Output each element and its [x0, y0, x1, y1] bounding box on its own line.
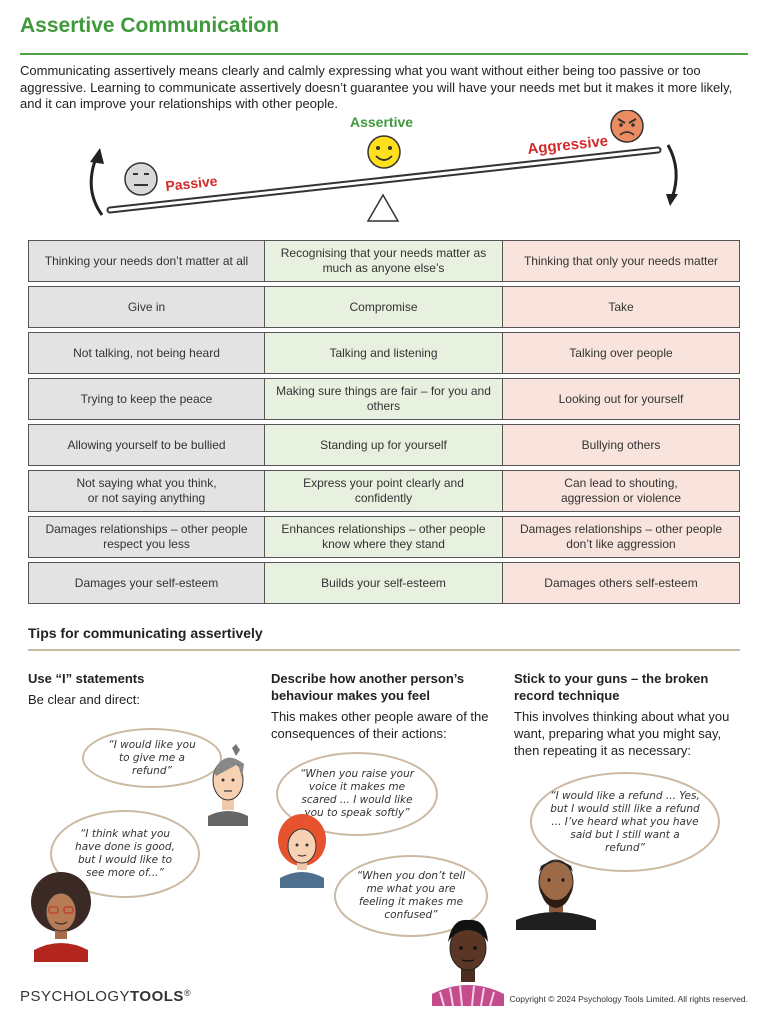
neutral-face-icon	[124, 162, 158, 196]
logo-trademark: ®	[183, 988, 192, 998]
person-beard-icon	[516, 859, 596, 930]
passive-cell: Damages relationships – other people res…	[28, 516, 265, 558]
passive-label: Passive	[165, 173, 219, 194]
psychology-tools-logo: PSYCHOLOGYTOOLS®	[20, 988, 191, 1005]
tip-column-1: Use “I” statements Be clear and direct:	[28, 670, 253, 708]
aggressive-cell: Damages others self-esteem	[502, 562, 740, 604]
tip-title-3: Stick to your guns – the broken record t…	[514, 671, 709, 703]
tip-column-2: Describe how another person’s behaviour …	[271, 670, 496, 742]
intro-paragraph: Communicating assertively means clearly …	[20, 63, 733, 111]
assertive-cell: Enhances relationships – other people kn…	[265, 516, 502, 558]
assertive-cell: Builds your self-esteem	[265, 562, 502, 604]
passive-cell: Not talking, not being heard	[28, 332, 265, 374]
aggressive-cell: Talking over people	[502, 332, 740, 374]
passive-cell: Damages your self-esteem	[28, 562, 265, 604]
page-title: Assertive Communication	[20, 14, 280, 37]
tip-body-3: This involves thinking about what you wa…	[514, 709, 730, 758]
aggressive-cell: Bullying others	[502, 424, 740, 466]
passive-cell: Trying to keep the peace	[28, 378, 265, 420]
title-divider	[20, 53, 748, 55]
assertive-cell: Express your point clearly and confident…	[265, 470, 502, 512]
tip-title-1: Use “I” statements	[28, 671, 145, 686]
happy-face-icon	[367, 135, 401, 169]
seesaw-illustration: Passive Assertive Aggressive	[89, 110, 678, 222]
tip-column-3: Stick to your guns – the broken record t…	[514, 670, 739, 759]
tip-title-2: Describe how another person’s behaviour …	[271, 671, 465, 703]
person-red-hair-icon	[278, 814, 326, 888]
aggressive-cell: Looking out for yourself	[502, 378, 740, 420]
tip-body-1: Be clear and direct:	[28, 692, 141, 707]
tips-divider	[28, 649, 740, 651]
left-up-arrow-icon	[89, 157, 104, 216]
aggressive-cell: Can lead to shouting, aggression or viol…	[502, 470, 740, 512]
assertive-cell: Compromise	[265, 286, 502, 328]
copyright-notice: Copyright © 2024 Psychology Tools Limite…	[509, 994, 748, 1004]
speech-bubble-5: “I would like a refund ... Yes, but I wo…	[530, 772, 720, 872]
speech-bubble-1: “I would like you to give me a refund”	[82, 728, 222, 788]
passive-cell: Not saying what you think, or not saying…	[28, 470, 265, 512]
passive-cell: Allowing yourself to be bullied	[28, 424, 265, 466]
logo-text-a: PSYCHOLOGY	[20, 988, 131, 1005]
left-arrow-head-icon	[90, 148, 104, 164]
assertive-cell: Making sure things are fair – for you an…	[265, 378, 502, 420]
tip-body-2: This makes other people aware of the con…	[271, 709, 489, 741]
passive-cell: Give in	[28, 286, 265, 328]
right-down-arrow-icon	[666, 144, 678, 199]
person-grey-hair-icon	[208, 744, 248, 826]
person-curly-hair-icon	[31, 872, 91, 962]
assertive-cell: Recognising that your needs matter as mu…	[265, 240, 502, 282]
aggressive-cell: Damages relationships – other people don…	[502, 516, 740, 558]
passive-cell: Thinking your needs don’t matter at all	[28, 240, 265, 282]
speech-bubble-2: “I think what you have done is good, but…	[50, 810, 200, 898]
assertive-cell: Standing up for yourself	[265, 424, 502, 466]
assertive-cell: Talking and listening	[265, 332, 502, 374]
angry-face-icon	[610, 110, 644, 143]
tips-heading: Tips for communicating assertively	[28, 625, 263, 641]
right-arrow-head-icon	[666, 194, 678, 206]
seesaw-pivot	[366, 193, 400, 222]
aggressive-cell: Take	[502, 286, 740, 328]
logo-text-b: TOOLS	[130, 988, 184, 1005]
person-striped-shirt-icon	[432, 919, 504, 1006]
assertive-label: Assertive	[350, 114, 413, 130]
aggressive-cell: Thinking that only your needs matter	[502, 240, 740, 282]
